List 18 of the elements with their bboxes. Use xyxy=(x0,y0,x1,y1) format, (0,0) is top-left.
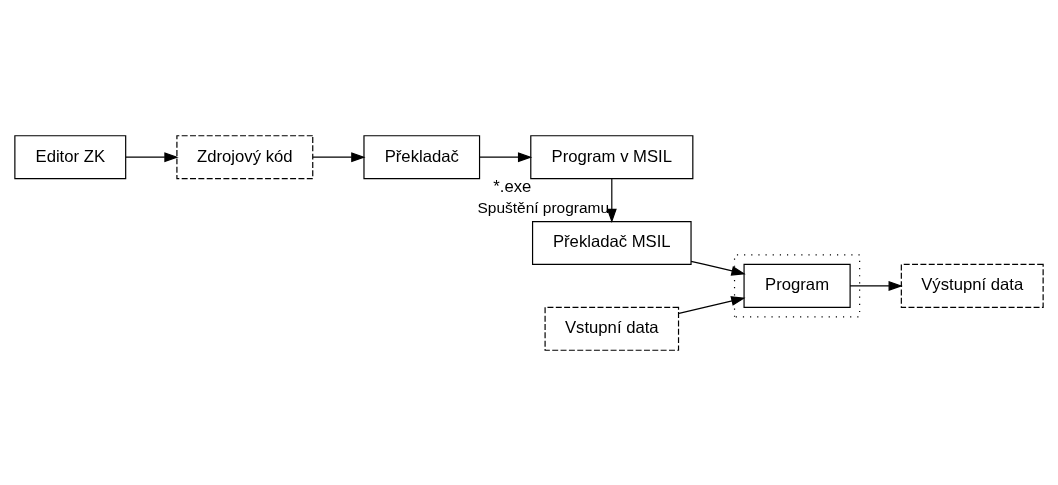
arrow xyxy=(479,151,533,162)
node-box: Překladač MSIL xyxy=(531,220,692,265)
arrow xyxy=(690,260,746,276)
node-label: *.exe xyxy=(493,176,532,196)
arrow xyxy=(849,280,903,291)
node-box: Překladač xyxy=(363,134,481,179)
node-box: Vstupní data xyxy=(544,306,680,351)
arrow xyxy=(606,177,617,223)
arrow xyxy=(678,295,746,314)
node-box: Program v MSIL xyxy=(530,134,694,179)
node-box: Výstupní data xyxy=(900,263,1044,308)
arrow xyxy=(312,151,366,162)
arrow xyxy=(125,151,179,162)
node-box: Program xyxy=(743,263,851,308)
node-box: Editor ZK xyxy=(14,134,127,179)
edge-label: Spuštění programu xyxy=(477,198,610,216)
node-box: Zdrojový kód xyxy=(176,134,314,179)
cluster xyxy=(733,253,861,317)
